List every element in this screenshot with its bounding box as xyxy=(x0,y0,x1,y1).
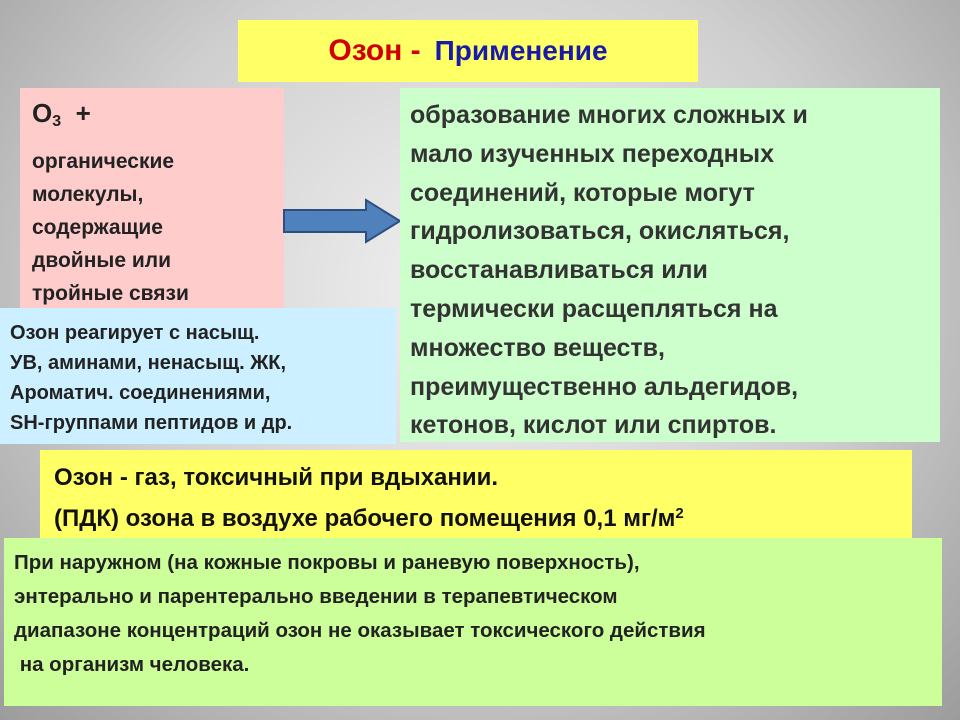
slide-title: Озон - Применение xyxy=(238,20,698,82)
therapy-line: энтерально и парентерально введении в те… xyxy=(14,585,618,608)
right-arrow-icon xyxy=(283,198,402,244)
products-line: термически расщепляться на xyxy=(410,294,778,323)
reactants-line: тройные связи xyxy=(32,282,189,305)
therapy-line: При наружном (на кожные покровы и раневу… xyxy=(14,551,640,574)
formula-subscript: 3 xyxy=(52,113,62,130)
formula-base: O xyxy=(32,98,53,128)
products-line: мало изученных переходных xyxy=(410,139,775,168)
toxicity-box: Озон - газ, токсичный при вдыхании. (ПДК… xyxy=(40,450,912,542)
title-ozone: Озон - xyxy=(328,34,421,67)
therapy-box: При наружном (на кожные покровы и раневу… xyxy=(4,538,942,706)
products-line: кетонов, кислот или спиртов. xyxy=(410,411,777,440)
reactants-line: содержащие xyxy=(32,216,163,239)
toxicity-line-2: (ПДК) озона в воздухе рабочего помещения… xyxy=(54,496,898,537)
title-application: Применение xyxy=(434,35,608,66)
reactions-line: Ароматич. соединениями, xyxy=(10,382,271,404)
ozone-formula: O3 + xyxy=(32,98,272,137)
reactions-line: УВ, аминами, ненасыщ. ЖК, xyxy=(10,352,287,374)
arrow-shape xyxy=(283,198,402,244)
products-line: преимущественно альдегидов, xyxy=(410,372,799,401)
products-line: образование многих сложных и xyxy=(410,101,808,129)
products-box: образование многих сложных и мало изучен… xyxy=(400,88,940,442)
reactions-line: Озон реагирует с насыщ. xyxy=(10,322,260,344)
products-line: множество веществ, xyxy=(410,333,665,362)
formula-plus: + xyxy=(75,98,91,128)
products-line: гидролизоваться, окисляться, xyxy=(410,217,790,246)
therapy-line: на организм человека. xyxy=(14,653,250,676)
products-line: соединений, которые могут xyxy=(410,178,755,207)
reactants-description: органические молекулы, содержащие двойны… xyxy=(32,145,272,310)
reactants-line: молекулы, xyxy=(32,183,144,206)
reactions-line: SH-группами пептидов и др. xyxy=(10,412,293,434)
toxicity-line-1: Озон - газ, токсичный при вдыхании. xyxy=(54,464,499,491)
reactants-box: O3 + органические молекулы, содержащие д… xyxy=(20,88,284,310)
reactions-box: Озон реагирует с насыщ. УВ, аминами, нен… xyxy=(0,308,396,444)
toxicity-mac-text: (ПДК) озона в воздухе рабочего помещения… xyxy=(54,505,676,532)
products-line: восстанавливаться или xyxy=(410,256,708,285)
therapy-line: диапазоне концентраций озон не оказывает… xyxy=(14,619,706,642)
unit-superscript: 2 xyxy=(675,505,684,522)
reactants-line: органические xyxy=(32,150,175,173)
reactants-line: двойные или xyxy=(32,249,171,272)
